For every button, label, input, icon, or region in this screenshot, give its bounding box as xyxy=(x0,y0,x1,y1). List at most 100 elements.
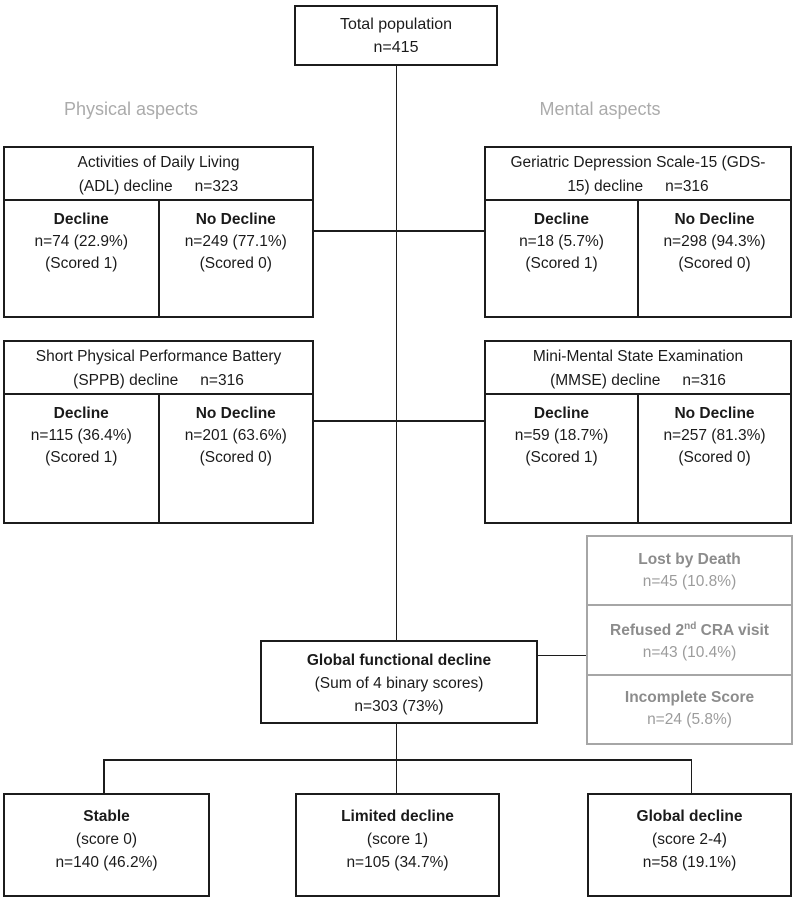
global-decline-title: Global decline xyxy=(636,808,743,825)
exclusion-refused-cra-label: Refused 2nd CRA visit xyxy=(588,616,791,642)
adl-decline-cell: Decline n=74 (22.9%) (Scored 1) xyxy=(5,201,160,316)
exclusion-incomplete-score: Incomplete Score n=24 (5.8%) xyxy=(588,673,791,743)
sppb-n: n=316 xyxy=(200,372,244,389)
adl-no-decline-score: (Scored 0) xyxy=(199,255,272,272)
sppb-no-decline-cell: No Decline n=201 (63.6%) (Scored 0) xyxy=(160,395,313,522)
mmse-no-decline-value: n=257 (81.3%) xyxy=(663,427,766,444)
sppb-decline-label: Decline xyxy=(53,405,109,422)
adl-decline-label: Decline xyxy=(53,211,109,228)
gds-header: Geriatric Depression Scale-15 (GDS- 15) … xyxy=(486,148,790,201)
global-functional-decline-title: Global functional decline xyxy=(306,652,492,669)
sppb-no-decline-value: n=201 (63.6%) xyxy=(184,427,287,444)
adl-title-line1: Activities of Daily Living xyxy=(77,154,240,171)
stable-box: Stable (score 0) n=140 (46.2%) xyxy=(3,793,210,897)
gds-body: Decline n=18 (5.7%) (Scored 1) No Declin… xyxy=(486,201,790,316)
mmse-n: n=316 xyxy=(682,372,726,389)
adl-body: Decline n=74 (22.9%) (Scored 1) No Decli… xyxy=(5,201,312,316)
adl-box: Activities of Daily Living (ADL) decline… xyxy=(3,146,314,318)
connector-outcomes-horizontal xyxy=(103,759,692,761)
physical-aspects-label: Physical aspects xyxy=(63,99,199,119)
gds-no-decline-cell: No Decline n=298 (94.3%) (Scored 0) xyxy=(639,201,790,316)
mmse-no-decline-score: (Scored 0) xyxy=(678,449,751,466)
mmse-header: Mini-Mental State Examination (MMSE) dec… xyxy=(486,342,790,395)
mmse-body: Decline n=59 (18.7%) (Scored 1) No Decli… xyxy=(486,395,790,522)
mmse-title-line2: (MMSE) decline n=316 xyxy=(486,369,790,393)
mmse-decline-label: Decline xyxy=(533,405,590,422)
connector-stable-drop xyxy=(103,760,105,793)
mmse-title-decline: (MMSE) decline xyxy=(550,372,661,389)
limited-decline-score: (score 1) xyxy=(366,831,429,848)
connector-global-down xyxy=(395,724,397,760)
global-decline-value: n=58 (19.1%) xyxy=(642,854,737,871)
connector-global-decline-drop xyxy=(690,760,692,793)
exclusion-incomplete-score-value: n=24 (5.8%) xyxy=(647,711,732,729)
mmse-no-decline-cell: No Decline n=257 (81.3%) (Scored 0) xyxy=(639,395,790,522)
connector-center-vertical xyxy=(395,66,397,640)
global-functional-decline-subtitle: (Sum of 4 binary scores) xyxy=(314,675,484,692)
sppb-title-decline: (SPPB) decline xyxy=(73,372,179,389)
gds-decline-cell: Decline n=18 (5.7%) (Scored 1) xyxy=(486,201,639,316)
exclusions-box: Lost by Death n=45 (10.8%) Refused 2nd C… xyxy=(586,535,793,745)
exclusion-lost-by-death-value: n=45 (10.8%) xyxy=(642,572,737,590)
mmse-decline-value: n=59 (18.7%) xyxy=(514,427,609,444)
adl-title-decline: (ADL) decline xyxy=(78,178,173,195)
gds-no-decline-label: No Decline xyxy=(674,211,755,228)
total-population-title: Total population xyxy=(339,16,453,33)
sppb-decline-cell: Decline n=115 (36.4%) (Scored 1) xyxy=(5,395,160,522)
gds-n: n=316 xyxy=(665,178,709,195)
exclusion-incomplete-score-label: Incomplete Score xyxy=(624,689,755,707)
total-population-n: n=415 xyxy=(373,39,419,56)
gds-title-decline: 15) decline xyxy=(567,178,644,195)
sppb-header: Short Physical Performance Battery (SPPB… xyxy=(5,342,312,395)
adl-decline-value: n=74 (22.9%) xyxy=(34,233,129,250)
adl-no-decline-cell: No Decline n=249 (77.1%) (Scored 0) xyxy=(160,201,313,316)
limited-decline-title: Limited decline xyxy=(341,808,454,825)
mmse-decline-cell: Decline n=59 (18.7%) (Scored 1) xyxy=(486,395,639,522)
global-decline-score: (score 2-4) xyxy=(652,831,727,848)
mental-aspects-label: Mental aspects xyxy=(539,99,661,119)
gds-decline-label: Decline xyxy=(533,211,590,228)
refused-label-post: CRA visit xyxy=(696,622,769,640)
adl-title-line2: (ADL) decline n=323 xyxy=(5,175,312,199)
connector-global-exclusions xyxy=(538,654,586,656)
sppb-no-decline-label: No Decline xyxy=(195,405,276,422)
gds-decline-score: (Scored 1) xyxy=(525,255,598,272)
gds-title-line2: 15) decline n=316 xyxy=(486,175,790,199)
limited-decline-value: n=105 (34.7%) xyxy=(346,854,449,871)
sppb-no-decline-score: (Scored 0) xyxy=(199,449,272,466)
exclusion-lost-by-death-label: Lost by Death xyxy=(638,550,741,568)
adl-no-decline-label: No Decline xyxy=(195,211,276,228)
global-functional-decline-value: n=303 (73%) xyxy=(354,698,444,715)
gds-no-decline-score: (Scored 0) xyxy=(678,255,751,272)
exclusion-refused-cra: Refused 2nd CRA visit n=43 (10.4%) xyxy=(588,604,791,673)
connector-limited-drop xyxy=(395,760,397,793)
adl-n: n=323 xyxy=(194,178,239,195)
mmse-decline-score: (Scored 1) xyxy=(525,449,598,466)
sppb-decline-value: n=115 (36.4%) xyxy=(30,427,132,444)
mmse-no-decline-label: No Decline xyxy=(674,405,755,422)
sppb-decline-score: (Scored 1) xyxy=(45,449,118,466)
adl-no-decline-value: n=249 (77.1%) xyxy=(184,233,287,250)
exclusion-lost-by-death: Lost by Death n=45 (10.8%) xyxy=(588,537,791,604)
mmse-box: Mini-Mental State Examination (MMSE) dec… xyxy=(484,340,792,524)
gds-decline-value: n=18 (5.7%) xyxy=(519,233,604,250)
mmse-title-line1: Mini-Mental State Examination xyxy=(532,348,744,365)
sppb-box: Short Physical Performance Battery (SPPB… xyxy=(3,340,314,524)
connector-sppb-mmse xyxy=(314,420,484,422)
sppb-body: Decline n=115 (36.4%) (Scored 1) No Decl… xyxy=(5,395,312,522)
total-population-box: Total population n=415 xyxy=(294,5,498,66)
stable-score: (score 0) xyxy=(75,831,138,848)
sppb-title-line2: (SPPB) decline n=316 xyxy=(5,369,312,393)
refused-label-pre: Refused 2 xyxy=(610,622,685,640)
gds-box: Geriatric Depression Scale-15 (GDS- 15) … xyxy=(484,146,792,318)
stable-value: n=140 (46.2%) xyxy=(55,854,158,871)
adl-header: Activities of Daily Living (ADL) decline… xyxy=(5,148,312,201)
connector-adl-gds xyxy=(314,230,484,232)
global-decline-box: Global decline (score 2-4) n=58 (19.1%) xyxy=(587,793,792,897)
exclusion-refused-cra-value: n=43 (10.4%) xyxy=(642,644,737,662)
gds-no-decline-value: n=298 (94.3%) xyxy=(663,233,766,250)
global-functional-decline-box: Global functional decline (Sum of 4 bina… xyxy=(260,640,538,724)
limited-decline-box: Limited decline (score 1) n=105 (34.7%) xyxy=(295,793,500,897)
adl-decline-score: (Scored 1) xyxy=(45,255,118,272)
